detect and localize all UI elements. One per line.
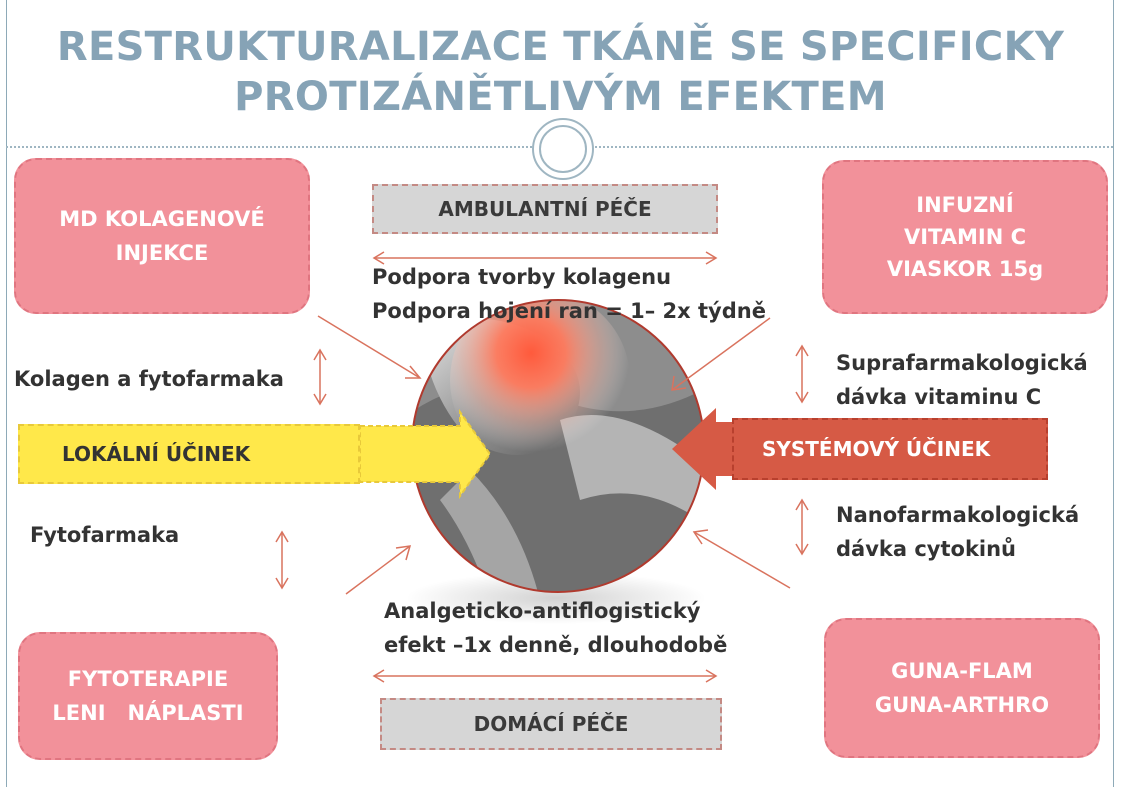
box-phyto-line-1: FYTOTERAPIE [67, 667, 229, 691]
systemic-arrow-icon [672, 408, 734, 490]
center-top-line-2: Podpora hojení ran = 1– 2x týdně [372, 299, 766, 323]
label-phytopharmaka: Fytofarmaka [30, 523, 180, 547]
box-infusion-vitamin-c: INFUZNÍ VITAMIN C VIASKOR 15g [822, 160, 1108, 314]
box-infusion-line-1: INFUZNÍ [916, 193, 1014, 217]
center-top-line-1: Podpora tvorby kolagenu [372, 265, 672, 289]
title-line-2: PROTIZÁNĚTLIVÝM EFEKTEM [234, 74, 887, 120]
divider-ring-icon [532, 118, 594, 180]
page-title: RESTRUKTURALIZACE TKÁNĚ SE SPECIFICKY PR… [0, 22, 1121, 122]
box-guna: GUNA-FLAM GUNA-ARTHRO [824, 618, 1100, 758]
box-md-collagen-injections: MD KOLAGENOVÉ INJEKCE [14, 158, 310, 314]
connector-arrows [275, 251, 809, 683]
box-md-line-1: MD KOLAGENOVÉ [59, 207, 265, 231]
label-nano-line-1: Nanofarmakologická [836, 503, 1080, 527]
box-infusion-line-3: VIASKOR 15g [886, 257, 1044, 281]
box-guna-line-1: GUNA-FLAM [891, 659, 1033, 683]
label-nano-line-2: dávka cytokinů [836, 537, 1017, 561]
box-phyto-line-2: LENI NÁPLASTI [52, 701, 244, 725]
divider-left [6, 146, 532, 148]
center-bottom-line-1: Analgeticko-antiflogistický [384, 599, 701, 623]
local-effect-label: LOKÁLNÍ ÚČINEK [18, 424, 360, 484]
label-collagen-phyto: Kolagen a fytofarmaka [14, 367, 284, 391]
box-infusion-line-2: VITAMIN C [903, 225, 1027, 249]
box-md-line-2: INJEKCE [115, 241, 209, 265]
divider-right [590, 146, 1113, 148]
local-arrow-icon [359, 408, 492, 500]
label-supra-line-2: dávka vitaminu C [836, 385, 1042, 409]
title-line-1: RESTRUKTURALIZACE TKÁNĚ SE SPECIFICKY [56, 24, 1065, 70]
label-supra-line-1: Suprafarmakologická [836, 351, 1088, 375]
home-care-label: DOMÁCÍ PÉČE [380, 698, 722, 750]
circle-shadow [406, 572, 706, 624]
box-guna-line-2: GUNA-ARTHRO [874, 693, 1050, 717]
box-phytotherapy: FYTOTERAPIE LENI NÁPLASTI [18, 632, 278, 760]
frame-left-border [6, 0, 7, 787]
ambulant-care-label: AMBULANTNÍ PÉČE [372, 184, 718, 234]
frame-right-border [1113, 0, 1114, 787]
center-bottom-line-2: efekt –1x denně, dlouhodobě [384, 633, 728, 657]
systemic-effect-label: SYSTÉMOVÝ ÚČINEK [732, 418, 1048, 480]
